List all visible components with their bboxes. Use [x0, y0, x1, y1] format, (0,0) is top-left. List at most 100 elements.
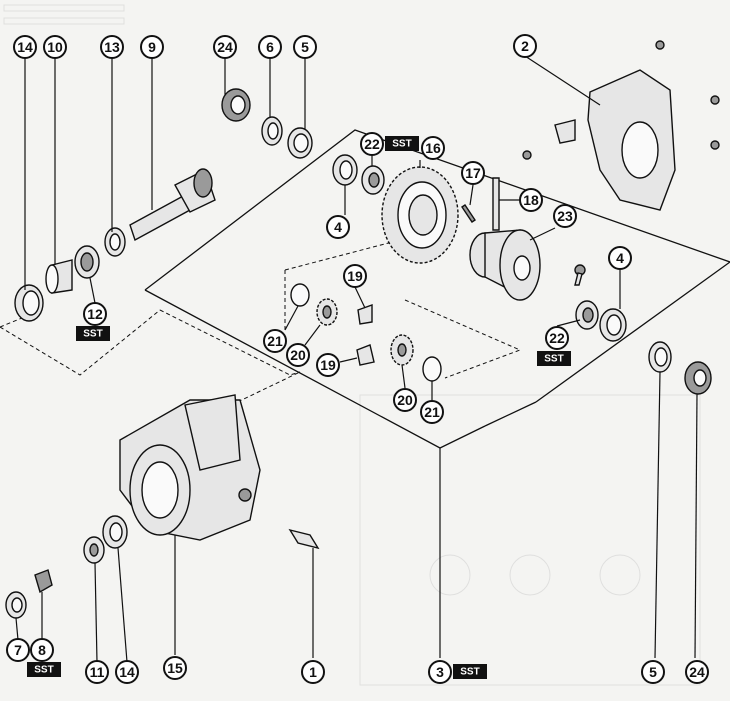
background-ghost-marks [3, 4, 701, 686]
svg-text:14: 14 [119, 664, 135, 680]
svg-text:22: 22 [364, 136, 380, 152]
callout-19-lower: 19 [316, 353, 340, 377]
callout-16: 16 [421, 136, 445, 160]
svg-text:4: 4 [616, 250, 624, 266]
svg-text:24: 24 [217, 39, 233, 55]
callout-4-right: 4 [608, 246, 632, 270]
sst-badge-3: SST [453, 664, 487, 679]
part-bearing-11 [83, 536, 105, 564]
part-race-14-bottom [102, 515, 128, 549]
svg-text:SST: SST [544, 354, 563, 365]
callout-15: 15 [163, 656, 187, 680]
callout-19-upper: 19 [343, 264, 367, 288]
part-spacer-13 [104, 227, 126, 257]
svg-text:SST: SST [460, 667, 479, 678]
callout-21-right: 21 [420, 400, 444, 424]
part-drive-pinion-9 [129, 168, 216, 242]
callout-8: 8 [30, 638, 54, 662]
svg-text:1: 1 [309, 664, 317, 680]
sst-badge-22-right: SST [537, 351, 571, 366]
part-washer-6 [261, 116, 283, 146]
part-pinion-mate-19-lower [356, 344, 375, 366]
callout-14-top: 14 [13, 35, 37, 59]
svg-text:2: 2 [521, 38, 529, 54]
svg-text:19: 19 [320, 357, 336, 373]
part-oil-seal-24-top [221, 88, 251, 122]
leader-lines [15, 55, 698, 663]
svg-text:SST: SST [34, 665, 53, 676]
callout-3: 3 [428, 660, 452, 684]
svg-text:17: 17 [465, 165, 481, 181]
part-pin-17 [461, 204, 476, 223]
svg-text:9: 9 [148, 39, 156, 55]
svg-text:20: 20 [397, 392, 413, 408]
svg-text:12: 12 [87, 306, 103, 322]
part-shaft-18 [492, 177, 500, 231]
svg-text:11: 11 [90, 664, 105, 680]
part-race-5-top [287, 127, 313, 159]
callout-1: 1 [301, 660, 325, 684]
part-diff-case-23 [469, 229, 541, 301]
callout-5-bottom: 5 [641, 660, 665, 684]
part-side-cover-2 [522, 40, 720, 211]
svg-text:SST: SST [83, 329, 102, 340]
callout-17: 17 [461, 161, 485, 185]
part-side-gear-20-left [316, 298, 338, 326]
callout-20-right: 20 [393, 388, 417, 412]
svg-text:3: 3 [436, 664, 444, 680]
svg-text:10: 10 [47, 39, 63, 55]
svg-text:7: 7 [14, 642, 22, 658]
part-sensor-1 [288, 528, 320, 550]
part-bearing-race-left [14, 284, 44, 322]
callout-10: 10 [43, 35, 67, 59]
part-race-5-right [648, 341, 672, 373]
callout-13: 13 [100, 35, 124, 59]
callout-7: 7 [6, 638, 30, 662]
callout-5-top: 5 [293, 35, 317, 59]
callout-21-left: 21 [263, 329, 287, 353]
part-nut-8 [34, 569, 53, 594]
svg-text:22: 22 [549, 330, 565, 346]
svg-text:8: 8 [38, 642, 46, 658]
svg-text:SST: SST [392, 139, 411, 150]
svg-text:23: 23 [557, 208, 573, 224]
svg-text:5: 5 [649, 664, 657, 680]
svg-text:20: 20 [290, 347, 306, 363]
svg-text:21: 21 [424, 404, 440, 420]
callout-18: 18 [519, 188, 543, 212]
callout-11: 11 [85, 660, 109, 684]
callout-22-right: 22 [545, 326, 569, 350]
part-bearing-10 [45, 259, 73, 294]
svg-text:6: 6 [266, 39, 274, 55]
svg-text:14: 14 [17, 39, 33, 55]
part-thrust-washer-21-left [290, 283, 310, 307]
part-seal-7 [5, 591, 27, 619]
svg-text:24: 24 [689, 664, 705, 680]
part-side-bearing-22-right [575, 300, 599, 330]
callout-9: 9 [140, 35, 164, 59]
part-side-bearing-22-top [361, 165, 385, 195]
callout-24-bottom: 24 [685, 660, 709, 684]
callout-23: 23 [553, 204, 577, 228]
svg-text:21: 21 [267, 333, 283, 349]
callout-24-top: 24 [213, 35, 237, 59]
part-bolt-small [574, 264, 586, 286]
sst-badge-8: SST [27, 662, 61, 677]
svg-text:4: 4 [334, 219, 342, 235]
callout-6: 6 [258, 35, 282, 59]
svg-text:18: 18 [523, 192, 539, 208]
part-side-gear-20-right [390, 334, 414, 366]
part-bearing-12 [74, 245, 100, 279]
part-oil-seal-24-right [684, 361, 712, 395]
part-race-4-right [599, 308, 627, 342]
part-race-4-left [332, 154, 358, 186]
callout-14-bottom: 14 [115, 660, 139, 684]
part-thrust-washer-21-right [422, 356, 442, 382]
callout-20-left: 20 [286, 343, 310, 367]
callout-12: 12 [83, 302, 107, 326]
svg-text:15: 15 [167, 660, 183, 676]
svg-text:13: 13 [104, 39, 120, 55]
callout-22-top: 22 [360, 132, 384, 156]
svg-text:5: 5 [301, 39, 309, 55]
